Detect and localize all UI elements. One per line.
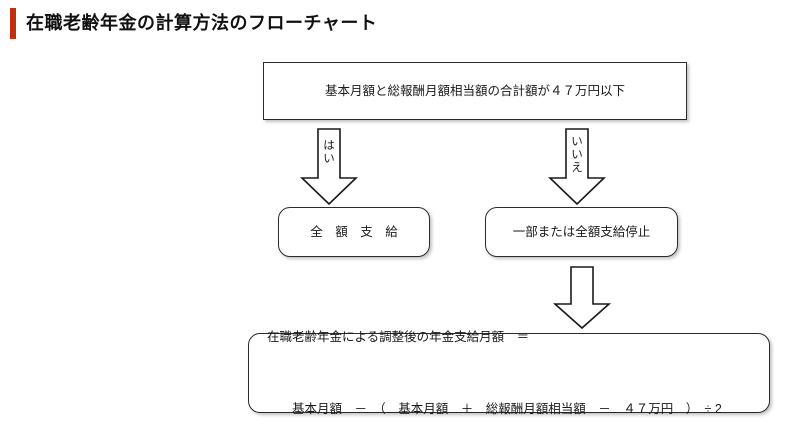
node-formula-line-2: 基本月額 － （ 基本月額 ＋ 総報酬月額相当額 － ４７万円 ） ÷ 2 (267, 402, 722, 416)
arrow-yes-char-2: い (323, 153, 335, 165)
arrow-no-char-2: い (571, 149, 583, 161)
arrow-yes-char-1: は (323, 140, 335, 152)
node-formula: 在職老齢年金による調整後の年金支給月額 ＝ 基本月額 － （ 基本月額 ＋ 総報… (248, 330, 770, 416)
node-full-payment-label: 全 額 支 給 (310, 225, 398, 239)
node-formula-line-1: 在職老齢年金による調整後の年金支給月額 ＝ (267, 330, 530, 344)
title-accent-bar (10, 8, 16, 39)
node-partial-suspension: 一部または全額支給停止 (485, 207, 678, 257)
arrow-no-label: い い え (548, 136, 606, 175)
node-partial-suspension-label: 一部または全額支給停止 (512, 225, 651, 239)
arrow-yes-label: は い (300, 140, 358, 166)
arrow-no: い い え (548, 128, 606, 206)
arrow-no-char-3: え (571, 162, 583, 174)
arrow-yes: は い (300, 128, 358, 206)
node-full-payment: 全 額 支 給 (278, 207, 430, 257)
page-title: 在職老齢年金の計算方法のフローチャート (26, 13, 378, 33)
arrow-no-char-1: い (571, 136, 583, 148)
node-condition-label: 基本月額と総報酬月額相当額の合計額が４７万円以下 (324, 84, 625, 98)
arrow-down (552, 266, 612, 330)
node-condition: 基本月額と総報酬月額相当額の合計額が４７万円以下 (263, 62, 687, 120)
page-header: 在職老齢年金の計算方法のフローチャート (0, 0, 793, 46)
node-formula-label: 在職老齢年金による調整後の年金支給月額 ＝ 基本月額 － （ 基本月額 ＋ 総報… (267, 277, 722, 428)
